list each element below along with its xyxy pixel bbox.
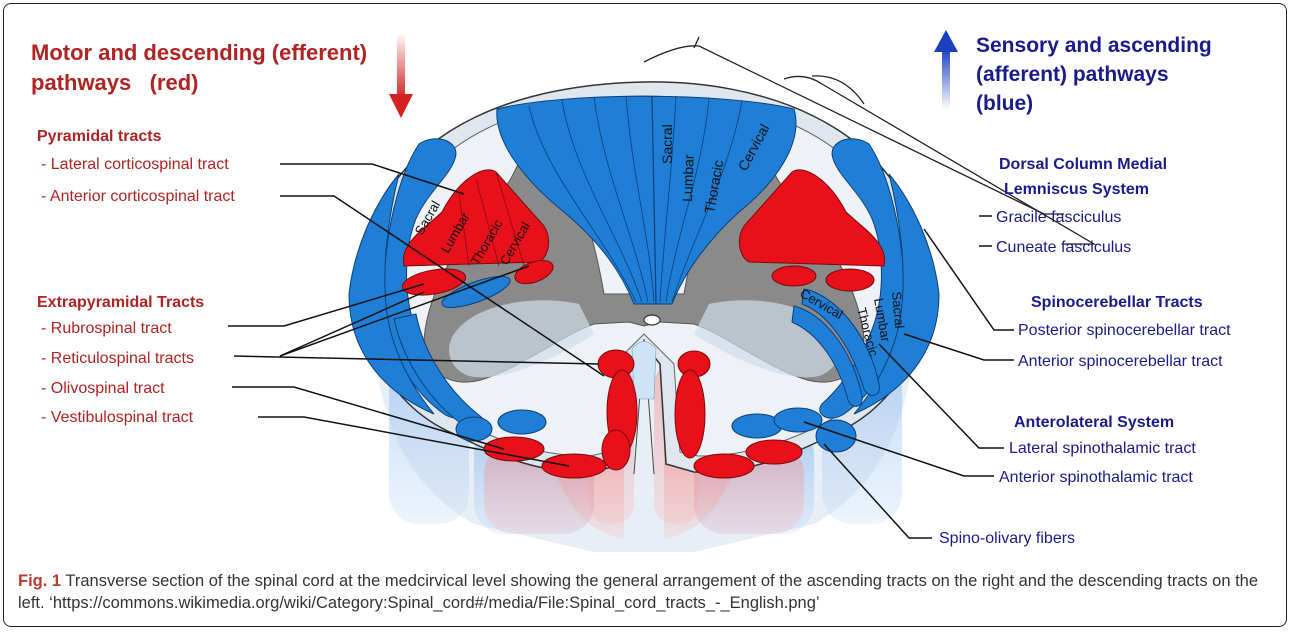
anterior-spinocerebellar-label: Anterior spinocerebellar tract [1018,353,1223,370]
reticulospinal-label: - Reticulospinal tracts [41,350,194,367]
dorsal-sacral-label: Sacral [659,124,675,164]
anterior-spinothalamic-label: Anterior spinothalamic tract [999,469,1193,486]
anterior-corticospinal-label: - Anterior corticospinal tract [41,188,235,205]
spinocerebellar-title: Spinocerebellar Tracts [1031,294,1203,311]
caption-text: Transverse section of the spinal cord at… [18,572,1258,612]
right-header-line1: Sensory and ascending [976,34,1212,57]
figure-caption: Fig. 1 Transverse section of the spinal … [18,570,1268,614]
olivospinal-label: - Olivospinal tract [41,380,165,397]
dorsal-lumbar-label: Lumbar [679,154,697,202]
vestibulospinal-label: - Vestibulospinal tract [41,409,194,426]
right-sacral-label: Sacral [889,291,907,329]
figure-frame: Motor and descending (efferent) pathways… [3,3,1287,627]
anterolateral-title: Anterolateral System [1014,414,1174,431]
dcml-title-2: Lemniscus System [1004,181,1149,198]
pyramidal-title: Pyramidal tracts [37,128,162,145]
lateral-spinothalamic-label: Lateral spinothalamic tract [1009,440,1196,457]
right-header-line2: (afferent) pathways [976,63,1169,86]
cuneate-label: Cuneate fasciculus [996,239,1131,256]
up-arrow-icon [934,30,958,110]
right-header-line3: (blue) [976,92,1033,115]
left-header-line2: pathways (red) [31,70,198,95]
spino-olivary-label: Spino-olivary fibers [939,530,1075,547]
posterior-spinocerebellar-label: Posterior spinocerebellar tract [1018,322,1231,339]
extrapyramidal-title: Extrapyramidal Tracts [37,294,204,311]
central-canal [644,315,660,325]
left-header-line1: Motor and descending (efferent) [31,40,367,65]
lateral-corticospinal-label: - Lateral corticospinal tract [41,156,229,173]
gracile-label: Gracile fasciculus [996,209,1121,226]
rubrospinal-label: - Rubrospinal tract [41,320,172,337]
caption-label: Fig. 1 [18,572,61,590]
spinal-cord-diagram: Motor and descending (efferent) pathways… [4,4,1287,564]
dcml-title-1: Dorsal Column Medial [999,156,1167,173]
down-arrow-icon [389,32,413,118]
